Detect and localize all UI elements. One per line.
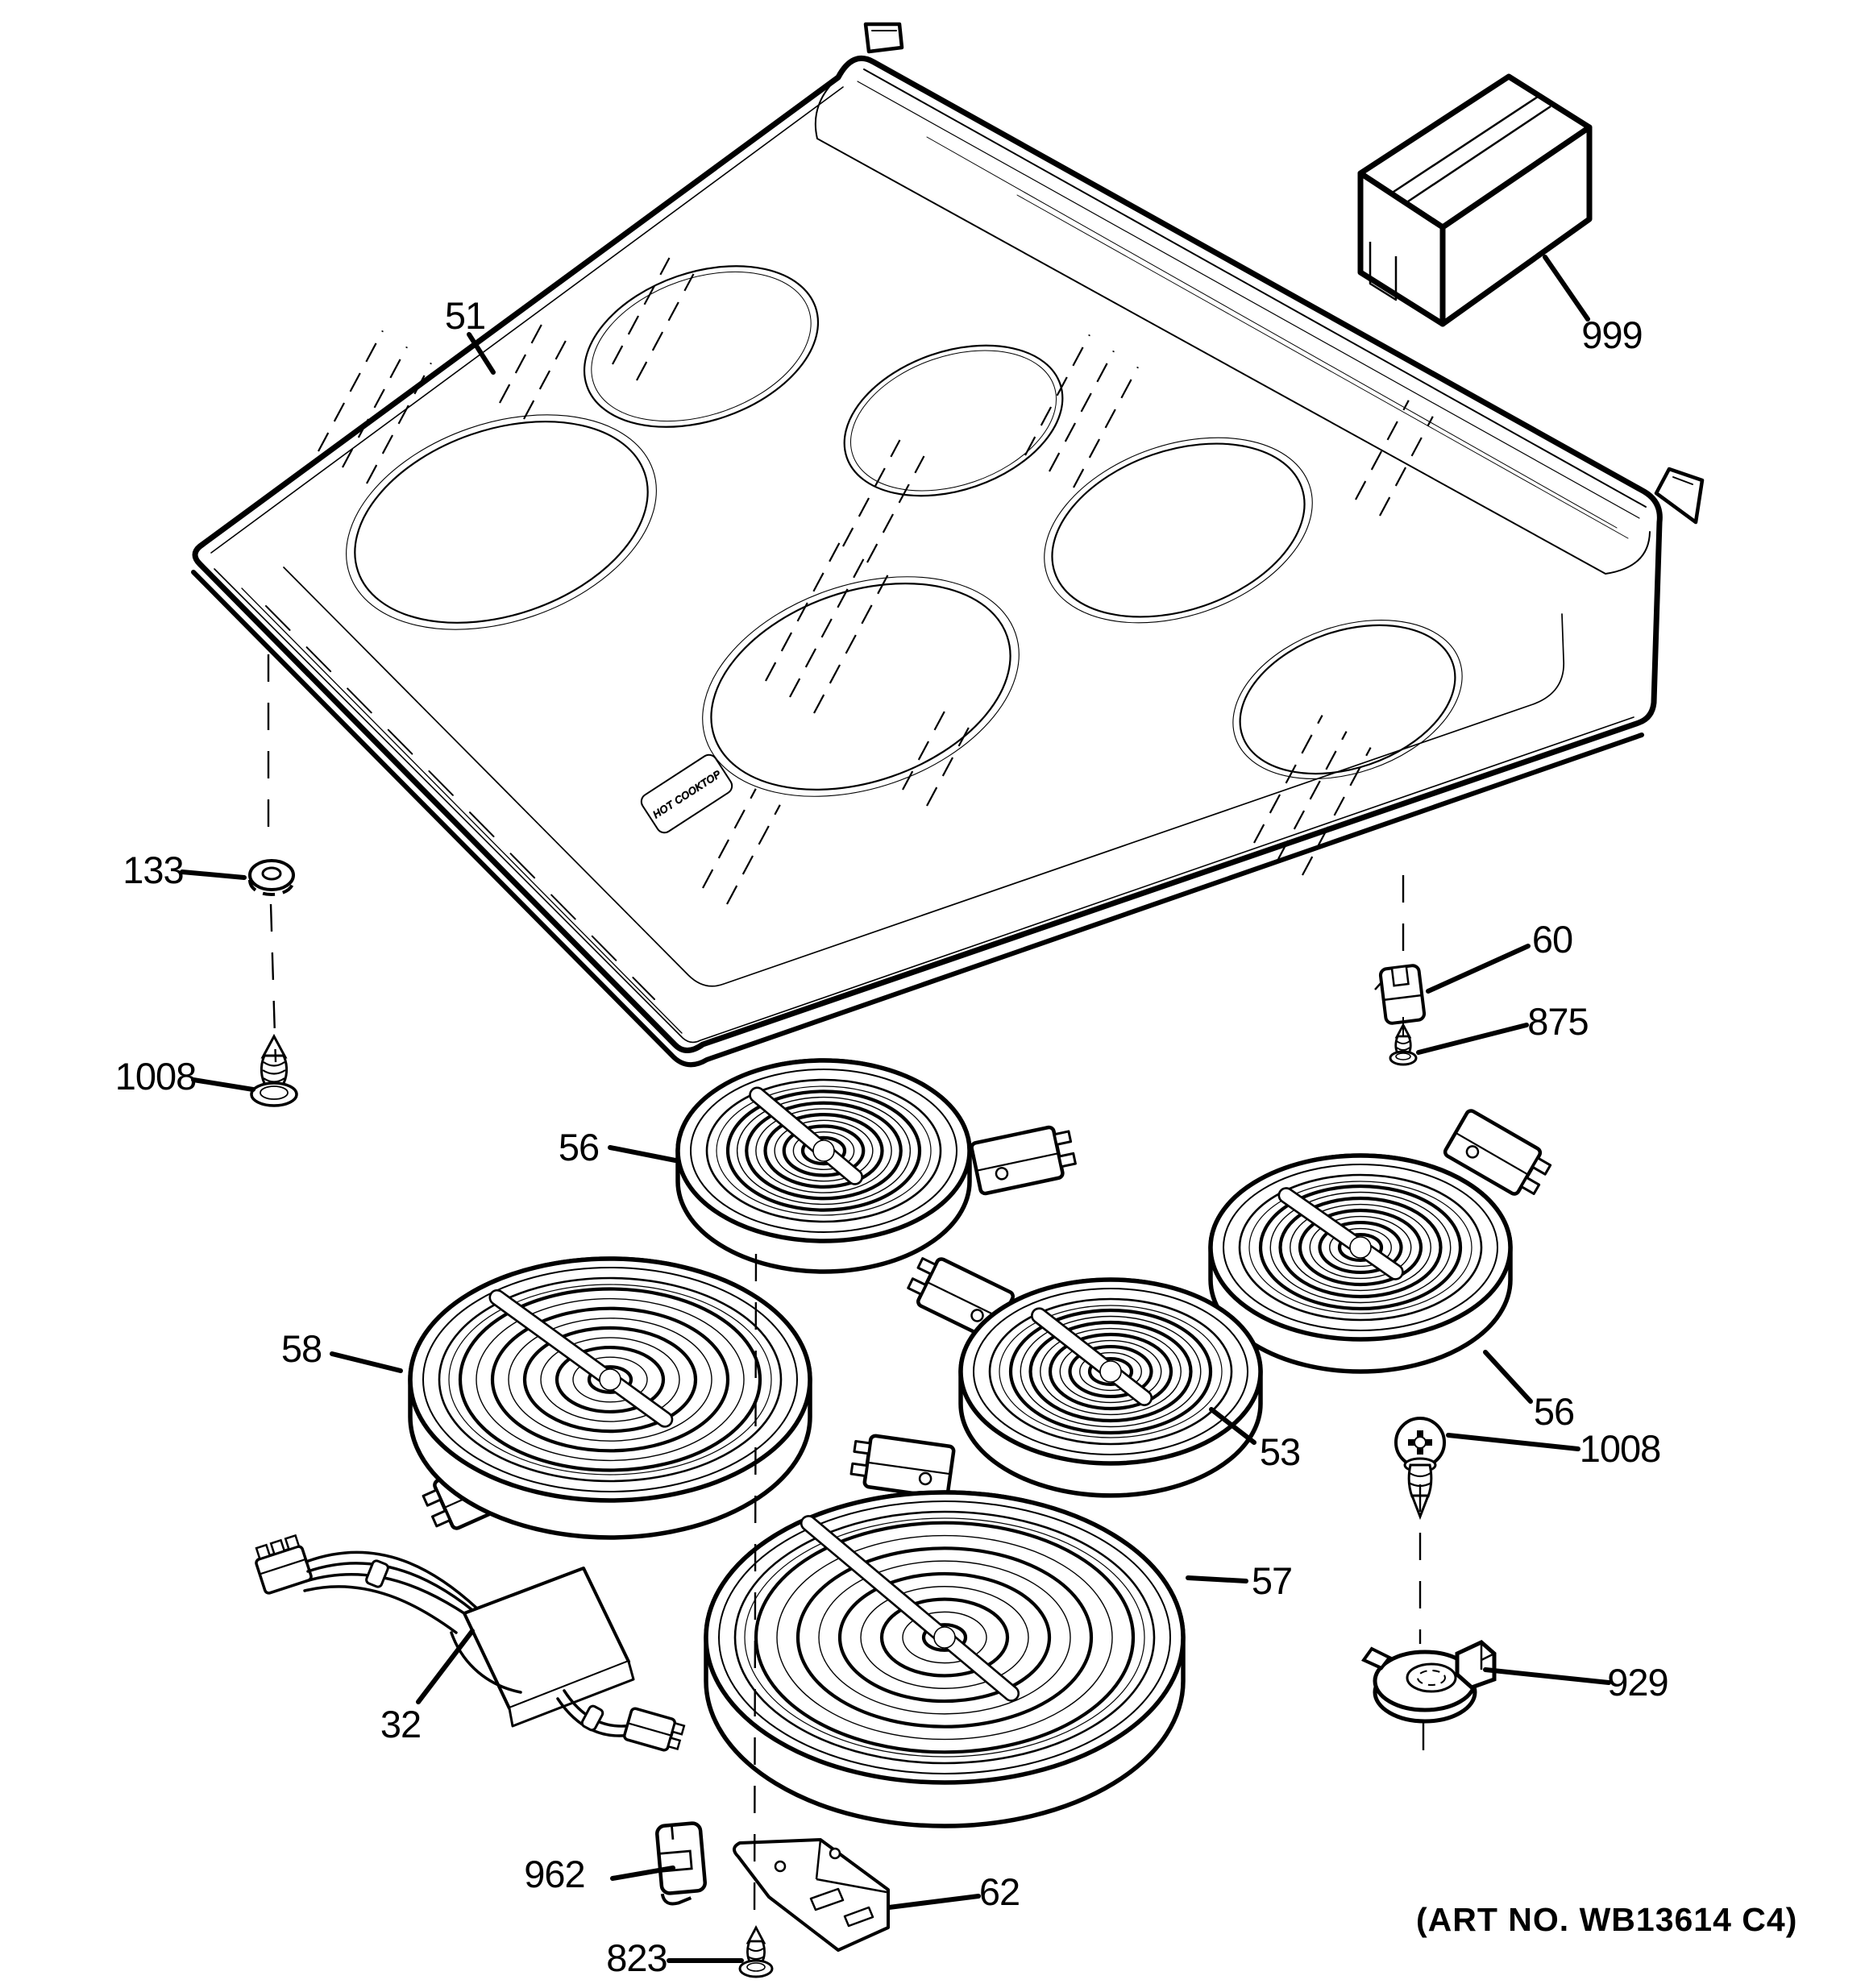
part-label-56-right: 56 xyxy=(1534,1390,1574,1433)
element-58-probe xyxy=(488,1289,674,1428)
glass-shine-mark xyxy=(1379,416,1434,517)
part-label-60: 60 xyxy=(1532,918,1572,961)
part-label-56-top: 56 xyxy=(559,1126,599,1168)
element-56-top xyxy=(675,1058,1077,1274)
element-57 xyxy=(704,1434,1186,1828)
washer-133 xyxy=(248,859,295,896)
element-53 xyxy=(907,1257,1263,1498)
glass-shine-mark xyxy=(789,554,866,698)
wire-harness-32 xyxy=(255,1534,686,1752)
part-label-32: 32 xyxy=(380,1703,421,1745)
glass-shine-mark xyxy=(318,330,384,452)
leader-58 xyxy=(330,1351,403,1373)
part-callouts: 51 999 133 1008 56 60 875 58 53 57 56 10… xyxy=(115,294,1797,1979)
part-label-999: 999 xyxy=(1581,313,1642,356)
screw-875 xyxy=(1389,1023,1418,1066)
assembly-lines xyxy=(180,255,1611,1963)
leader-51 xyxy=(467,332,496,375)
glass-shine-mark xyxy=(765,538,842,682)
part-label-58: 58 xyxy=(281,1327,322,1370)
leader-999 xyxy=(1543,255,1590,322)
clip-962 xyxy=(655,1821,707,1906)
element-56-right-probe xyxy=(1277,1187,1404,1280)
glass-burner-rings xyxy=(346,265,1463,797)
leader-929 xyxy=(1483,1667,1611,1685)
glass-shine-mark xyxy=(1073,366,1139,488)
leader-57 xyxy=(1186,1575,1248,1583)
glass-shine-mark xyxy=(1024,334,1090,456)
screw-1008-left xyxy=(250,1033,298,1107)
part-label-962: 962 xyxy=(524,1853,584,1895)
cooktop-outline xyxy=(192,56,1663,1053)
glass-shine-mark xyxy=(499,317,546,404)
leader-56-top xyxy=(608,1145,678,1163)
bracket-62 xyxy=(733,1838,890,1952)
assembly-centerline xyxy=(269,903,277,1063)
clip-60 xyxy=(1374,964,1427,1025)
screw-823 xyxy=(738,1924,774,1978)
lock-929 xyxy=(1360,1640,1497,1724)
leader-1008-right xyxy=(1446,1433,1580,1451)
leader-60 xyxy=(1426,944,1531,994)
element-57-probe xyxy=(800,1515,1020,1702)
part-label-53: 53 xyxy=(1260,1430,1300,1473)
part-label-62: 62 xyxy=(979,1870,1020,1913)
part-label-1008-right: 1008 xyxy=(1580,1427,1661,1470)
glass-shine-mark xyxy=(1355,400,1410,500)
element-56-right xyxy=(1208,1109,1552,1374)
leader-32 xyxy=(416,1629,475,1704)
part-label-57: 57 xyxy=(1252,1559,1292,1602)
leader-962 xyxy=(610,1866,675,1881)
cooktop-assembly: HOT COOKTOP xyxy=(191,22,1705,1068)
part-label-133: 133 xyxy=(123,849,183,891)
part-label-51: 51 xyxy=(445,294,485,337)
element-56-right-terminal-block xyxy=(1443,1109,1552,1196)
part-label-1008-left: 1008 xyxy=(115,1055,197,1098)
leader-1008-left xyxy=(191,1077,255,1092)
glass-shine-mark xyxy=(612,257,671,365)
backsplash-tab-top xyxy=(863,22,904,54)
radiant-elements xyxy=(408,1058,1552,1828)
glass-shine-mark xyxy=(866,455,925,563)
glass-shine-mark xyxy=(636,273,695,381)
element-58 xyxy=(408,1256,812,1540)
part-label-823: 823 xyxy=(606,1936,667,1979)
glass-shine-mark xyxy=(842,439,901,547)
leader-53 xyxy=(1209,1407,1256,1445)
glass-shine-mark xyxy=(342,346,408,468)
shipping-box-999 xyxy=(1357,73,1593,327)
leader-56-right xyxy=(1483,1350,1533,1404)
glass-shine-mark xyxy=(366,362,432,484)
element-56-top-terminal-block xyxy=(970,1125,1077,1196)
art-number: (ART NO. WB13614 C4) xyxy=(1416,1901,1797,1938)
glass-shine-mark xyxy=(926,720,974,807)
leader-875 xyxy=(1416,1023,1529,1055)
glass-shine-mark xyxy=(1302,747,1372,876)
leader-62 xyxy=(887,1894,981,1910)
element-56-top-probe xyxy=(749,1086,863,1185)
glass-shine-hatches xyxy=(318,257,1434,905)
glass-shine-mark xyxy=(702,788,757,889)
glass-shine-mark xyxy=(523,333,571,420)
glass-shine-mark xyxy=(1277,731,1348,860)
glass-shine-mark xyxy=(813,571,891,714)
glass-shine-mark xyxy=(902,703,949,791)
glass-shine-mark xyxy=(1049,350,1115,472)
element-53-probe xyxy=(1031,1307,1153,1406)
assembly-centerline xyxy=(753,1253,758,1933)
element-57-terminal-block xyxy=(849,1434,956,1500)
part-label-929: 929 xyxy=(1607,1661,1668,1704)
part-label-875: 875 xyxy=(1527,1000,1588,1043)
leader-133 xyxy=(180,869,247,880)
backsplash-tab-right xyxy=(1654,467,1705,525)
glass-shine-mark xyxy=(726,804,781,905)
glass-shine-mark xyxy=(1253,715,1323,844)
